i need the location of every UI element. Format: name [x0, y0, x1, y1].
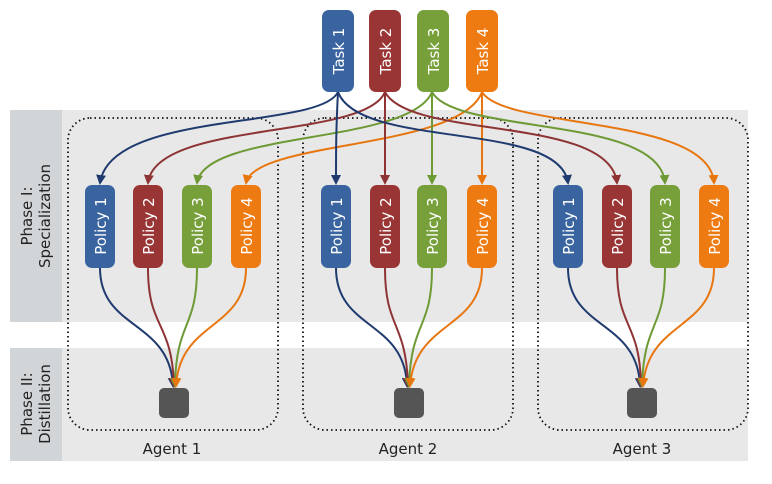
edge-a2p2-node	[384, 267, 413, 388]
phase2-label-line2: Distillation	[36, 364, 54, 444]
agent-1-policy-4-node: Policy 4	[231, 185, 261, 268]
agent-1-policy-3-label: Policy 3	[189, 197, 207, 254]
edge-a2p4-node	[405, 267, 483, 388]
task-2-label: Task 2	[377, 28, 395, 76]
agent-2-policy-4-label: Policy 4	[474, 197, 492, 254]
edge-task2-agent1	[143, 91, 386, 185]
phase1-label-line2: Specialization	[36, 164, 54, 268]
edge-a2p3-node	[404, 267, 433, 388]
agent-3-policy-1-label: Policy 1	[560, 197, 578, 254]
task-4-label: Task 4	[474, 28, 492, 76]
agent-1-policy-3-node: Policy 3	[182, 185, 212, 268]
agent-1-label: Agent 1	[143, 440, 202, 458]
agent-2-policy-4-node: Policy 4	[467, 185, 497, 268]
phase2-band	[10, 348, 748, 461]
phase1-label-line1: Phase I:	[18, 186, 36, 245]
agent-2-policy-2-node: Policy 2	[370, 185, 400, 268]
edge-task2-agent3	[384, 91, 622, 185]
agent-3-policy-4-label: Policy 4	[706, 197, 724, 254]
agent-1-policy-2-label: Policy 2	[140, 197, 158, 254]
agent-3-boundary	[537, 117, 749, 431]
agent-2-policy-3-label: Policy 3	[424, 197, 442, 254]
edge-a3p3-node	[637, 267, 666, 388]
agent-3-label: Agent 3	[613, 440, 672, 458]
edge-task1-agent2	[331, 91, 342, 185]
agent-1-boundary	[67, 117, 279, 431]
agent-1-distilled-node	[159, 388, 189, 418]
task-1-node: Task 1	[322, 10, 354, 92]
agent-2-boundary	[302, 117, 514, 431]
phase2-label-strip	[10, 348, 62, 461]
agent-2-distilled-node	[394, 388, 424, 418]
edge-a2p1-node	[335, 267, 412, 388]
agent-3-policy-3-label: Policy 3	[657, 197, 675, 254]
agent-2-policy-2-label: Policy 2	[377, 197, 395, 254]
task-3-label: Task 3	[425, 28, 443, 76]
phase1-label-strip	[10, 110, 62, 322]
edge-a1p4-node	[171, 267, 247, 388]
agent-3-policy-2-node: Policy 2	[602, 185, 632, 268]
agent-3-distilled-node	[627, 388, 657, 418]
task-3-node: Task 3	[417, 10, 449, 92]
edge-a3p4-node	[638, 267, 715, 388]
agent-2-label: Agent 2	[379, 440, 438, 458]
task-2-node: Task 2	[369, 10, 401, 92]
edge-a1p3-node	[170, 267, 198, 388]
agent-1-policy-1-node: Policy 1	[85, 185, 115, 268]
edge-task1-agent3	[337, 91, 572, 185]
agent-1-policy-4-label: Policy 4	[238, 197, 256, 254]
edge-task4-agent3	[481, 91, 719, 185]
edge-a1p2-node	[147, 267, 179, 388]
agent-3-policy-1-node: Policy 1	[553, 185, 583, 268]
agent-2-policy-1-label: Policy 1	[328, 197, 346, 254]
edge-task1-agent1	[96, 91, 339, 185]
phase2-label-line1: Phase II:	[18, 372, 36, 435]
edge-a3p2-node	[616, 267, 646, 388]
agent-3-policy-4-node: Policy 4	[699, 185, 729, 268]
agent-2-policy-3-node: Policy 3	[417, 185, 447, 268]
edge-a1p1-node	[99, 267, 178, 388]
agent-2-policy-1-node: Policy 1	[321, 185, 351, 268]
agent-1-policy-2-node: Policy 2	[133, 185, 163, 268]
agent-3-policy-3-node: Policy 3	[650, 185, 680, 268]
edge-a3p1-node	[567, 267, 645, 388]
edge-task3-agent3	[431, 91, 670, 185]
edge-task3-agent1	[193, 91, 433, 185]
agent-1-policy-1-label: Policy 1	[92, 197, 110, 254]
agent-3-policy-2-label: Policy 2	[609, 197, 627, 254]
task-4-node: Task 4	[466, 10, 498, 92]
task-1-label: Task 1	[330, 28, 348, 76]
